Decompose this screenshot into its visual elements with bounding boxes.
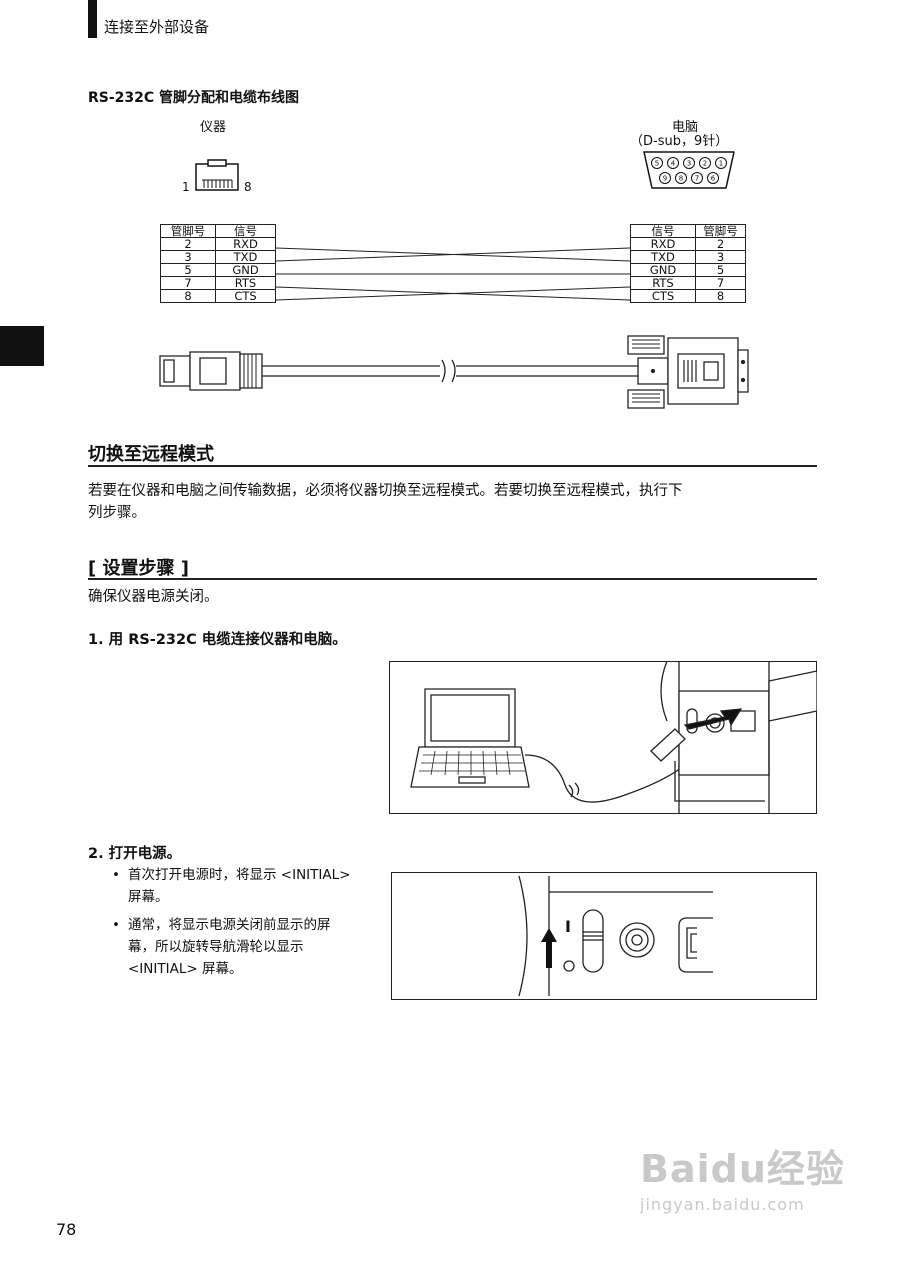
step-2-notes: • 首次打开电源时，将显示 <INITIAL> 屏幕。 • 通常，将显示电源关闭…	[112, 864, 372, 986]
heading-divider	[88, 578, 817, 580]
rs232c-cable-illustration	[159, 335, 749, 409]
step-1: 1. 用 RS-232C 电缆连接仪器和电脑。	[88, 632, 347, 648]
watermark-logo-text: Baidu经验	[640, 1147, 845, 1191]
signal-name: GND	[630, 263, 696, 277]
section-marker-bar	[88, 0, 97, 38]
note-line: <INITIAL> 屏幕。	[128, 961, 243, 977]
bullet-mark: •	[112, 917, 120, 933]
dsub-pin-9: 9	[663, 175, 667, 183]
laptop-connection-illustration	[389, 661, 817, 814]
rj-pin-8-label: 8	[244, 180, 252, 194]
baidu-watermark: Baidu经验 jingyan.baidu.com	[640, 1138, 845, 1214]
chapter-tab-marker	[0, 326, 44, 366]
rj-pin-1-label: 1	[182, 180, 190, 194]
wiring-diagram-title: RS-232C 管脚分配和电缆布线图	[88, 90, 300, 106]
dsub-pin-5: 5	[655, 160, 659, 168]
pin-number: 8	[160, 289, 216, 303]
dsub-connector-icon: 5 4 3 2 1 9 8 7 6	[643, 151, 735, 189]
dsub-pin-3: 3	[687, 160, 691, 168]
pin-number: 3	[160, 250, 216, 264]
power-switch-illustration: I	[391, 872, 817, 1000]
signal-name: RTS	[630, 276, 696, 290]
pin-number: 2	[160, 237, 216, 251]
pin-number: 7	[695, 276, 746, 290]
note-line: 通常，将显示电源关闭前显示的屏	[128, 917, 331, 933]
pin-number: 8	[695, 289, 746, 303]
step-2: 2. 打开电源。	[88, 846, 182, 862]
page-number: 78	[56, 1220, 77, 1239]
dsub-pin-8: 8	[679, 175, 683, 183]
pin-number: 5	[695, 263, 746, 277]
bullet-mark: •	[112, 867, 120, 883]
remote-mode-paragraph-line1: 若要在仪器和电脑之间传输数据，必须将仪器切换至远程模式。若要切换至远程模式，执行…	[88, 483, 683, 499]
pc-connector-label: （D-sub，9针）	[630, 134, 729, 149]
remote-mode-paragraph-line2: 列步骤。	[88, 505, 146, 521]
table-header: 信号	[215, 224, 276, 238]
note-line: 屏幕。	[128, 889, 169, 905]
signal-name: RTS	[215, 276, 276, 290]
signal-name: RXD	[630, 237, 696, 251]
list-item: • 首次打开电源时，将显示 <INITIAL> 屏幕。	[112, 864, 372, 908]
power-on-mark: I	[565, 917, 571, 936]
dsub-pin-7: 7	[695, 175, 699, 183]
signal-name: TXD	[630, 250, 696, 264]
setup-heading: [ 设置步骤 ]	[88, 558, 189, 579]
instrument-label: 仪器	[200, 120, 227, 135]
pin-number: 5	[160, 263, 216, 277]
table-header: 管脚号	[160, 224, 216, 238]
pin-number: 7	[160, 276, 216, 290]
signal-name: GND	[215, 263, 276, 277]
watermark-url: jingyan.baidu.com	[640, 1195, 805, 1214]
pin-number: 2	[695, 237, 746, 251]
setup-intro: 确保仪器电源关闭。	[88, 589, 219, 605]
dsub-pin-4: 4	[671, 160, 676, 168]
wiring-lines	[276, 247, 630, 301]
note-line: 首次打开电源时，将显示 <INITIAL>	[128, 867, 351, 883]
pc-label: 电脑	[672, 120, 699, 135]
pin-number: 3	[695, 250, 746, 264]
signal-name: RXD	[215, 237, 276, 251]
table-header: 信号	[630, 224, 696, 238]
rj-connector-icon	[195, 159, 239, 191]
list-item: • 通常，将显示电源关闭前显示的屏 幕，所以旋转导航滑轮以显示 <INITIAL…	[112, 914, 372, 980]
table-header: 管脚号	[695, 224, 746, 238]
remote-mode-heading: 切换至远程模式	[88, 444, 214, 465]
heading-divider	[88, 465, 817, 467]
dsub-pin-2: 2	[703, 160, 707, 168]
dsub-pin-6: 6	[711, 175, 716, 183]
signal-name: TXD	[215, 250, 276, 264]
dsub-pin-1: 1	[719, 160, 723, 168]
signal-name: CTS	[215, 289, 276, 303]
signal-name: CTS	[630, 289, 696, 303]
note-line: 幕，所以旋转导航滑轮以显示	[128, 939, 304, 955]
section-label: 连接至外部设备	[104, 18, 210, 36]
